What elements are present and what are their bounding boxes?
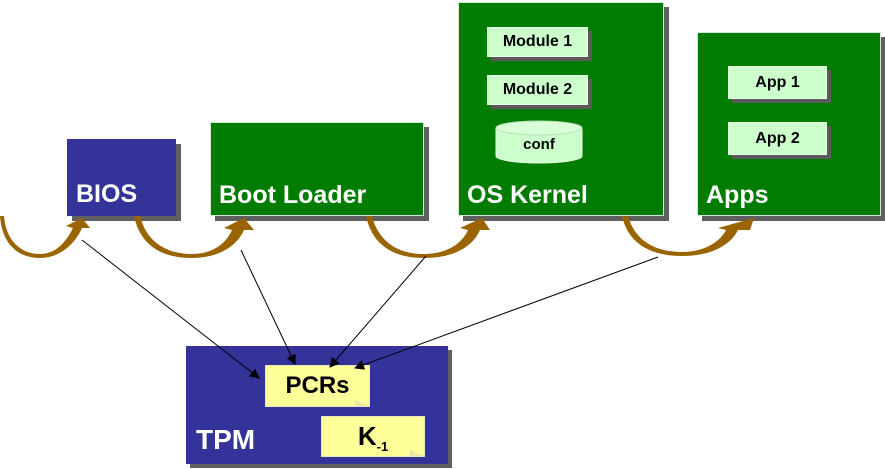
os-kernel-box: Module 1 Module 2 conf OS Kernel xyxy=(458,2,664,216)
transition-arrow-to-apps xyxy=(622,216,754,256)
conf-label: conf xyxy=(523,136,555,153)
app-2-box: App 2 xyxy=(728,122,827,155)
module-1-box: Module 1 xyxy=(487,27,588,57)
apps-box: App 1 App 2 Apps xyxy=(697,32,881,216)
key-subscript: -1 xyxy=(376,439,389,455)
module-2-box: Module 2 xyxy=(487,75,588,105)
os-kernel-label: OS Kernel xyxy=(467,181,588,209)
pcrs-label: PCRs xyxy=(285,372,350,399)
conf-cylinder-icon xyxy=(495,120,583,164)
pcrs-note: PCRs xyxy=(265,365,370,407)
key-label: K xyxy=(357,421,377,451)
page-fold-icon xyxy=(355,400,369,406)
tpm-box: PCRs K-1 TPM xyxy=(186,346,448,464)
bootloader-label: Boot Loader xyxy=(219,181,367,209)
bios-box: BIOS xyxy=(67,139,176,216)
tpm-label: TPM xyxy=(196,424,256,455)
transition-arrow-to-os-kernel xyxy=(366,216,490,258)
key-note: K-1 xyxy=(321,416,425,457)
page-fold-icon xyxy=(410,450,424,456)
apps-label: Apps xyxy=(706,181,769,209)
transition-arrow-to-bios xyxy=(0,216,90,258)
app-1-box: App 1 xyxy=(728,66,827,99)
transition-arrow-to-bootloader xyxy=(134,216,254,258)
bios-label: BIOS xyxy=(76,180,138,208)
bootloader-box: Boot Loader xyxy=(210,122,424,216)
